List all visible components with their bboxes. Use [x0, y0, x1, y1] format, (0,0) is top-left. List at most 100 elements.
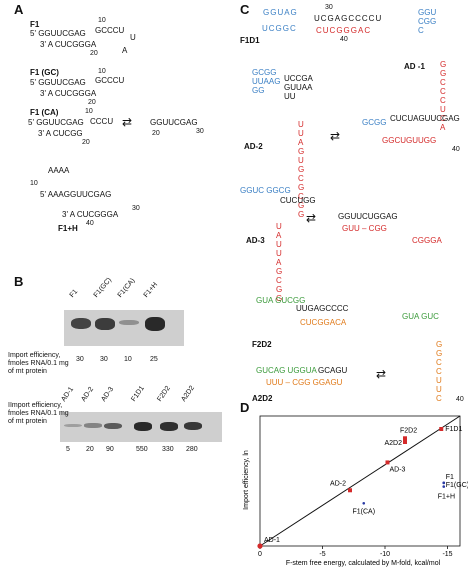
x-tick-label: -15	[442, 551, 452, 558]
f1d1-label: F1D1	[240, 36, 260, 45]
import-value-bottom: 330	[162, 446, 174, 453]
f1-loop: GCCCU	[95, 26, 125, 35]
f1gc-strand3: 3' A CUCGGGA	[40, 89, 97, 98]
import-value-bottom: 280	[186, 446, 198, 453]
lane-label-bottom: AD-3	[100, 385, 116, 403]
a2d2-label: A2D2	[252, 394, 273, 403]
import-value-bottom: 90	[106, 446, 114, 453]
f2d2-orange: CUCGGACA	[300, 318, 347, 327]
panel-c-letter: C	[240, 2, 250, 17]
ad1-label: AD -1	[404, 62, 425, 71]
data-point	[442, 485, 446, 488]
gel-band-bottom	[134, 422, 152, 431]
import-value-bottom: 550	[136, 446, 148, 453]
ad3-blue: GGUC GGCG	[240, 186, 291, 195]
ad3-alt-red: GUU – CGG	[342, 224, 387, 233]
data-point	[362, 501, 366, 505]
f1-n10: 10	[98, 17, 106, 24]
import-value-top: 25	[150, 356, 158, 363]
ad2-alt-red: GGCUGUUGG	[382, 136, 437, 145]
chart-axes: 0-5-10-15	[258, 415, 461, 558]
lane-label-bottom: A2D2	[180, 384, 197, 403]
point-label: F2D2	[400, 427, 417, 434]
a2d2-alt-orange: GGCCUUC	[436, 340, 443, 403]
fit-line	[259, 415, 461, 547]
ad3-red: UAUUAGCGG	[276, 222, 283, 303]
ad3-label: AD-3	[246, 236, 265, 245]
point-label: F1	[446, 474, 454, 481]
x-tick-label: -5	[319, 551, 325, 558]
gel-band-top	[119, 319, 139, 326]
panel-a-letter: A	[14, 2, 24, 17]
f1-end-a: A	[122, 46, 128, 55]
a2d2-black: GCAGU	[318, 366, 348, 375]
a2d2-green: GUCAG UGGUA	[256, 366, 317, 375]
ad2-alt-black: CUCUAGUUCGAG	[390, 114, 460, 123]
data-point	[348, 488, 352, 493]
f1ca-strand3: 3' A CUCGG	[38, 129, 83, 138]
x-axis-label: F-stem free energy, calculated by M-fold…	[286, 560, 441, 567]
f1h-n40: 40	[86, 220, 94, 227]
import-label-bottom: IImport efficiency, fmoles RNA/0.1 mg of…	[8, 402, 69, 425]
gel-band-top	[95, 317, 115, 330]
f1gc-loop: GCCCU	[95, 76, 125, 85]
panel-d-letter: D	[240, 400, 250, 415]
f1gc-label: F1 (GC)	[30, 68, 59, 77]
point-label: F1+H	[438, 494, 455, 501]
gel-top	[64, 310, 184, 346]
f1d1-black: UCGAGCCCCU	[314, 14, 383, 23]
f2d2-green: GUA GUCGG	[256, 296, 306, 305]
lane-label-bottom: AD-2	[80, 385, 96, 403]
f1h-strand5: 5' AAAGGUUCGAG	[40, 190, 112, 199]
ad3-alt-red2: CGGGA	[412, 236, 442, 245]
gel-bottom	[60, 412, 222, 442]
f1gc-n20: 20	[88, 99, 96, 106]
lane-label-bottom: F1D1	[130, 384, 146, 403]
ad2-alt-blue: GCGG	[362, 118, 387, 127]
ad3-alt-black: GGUUCUGGAG	[338, 212, 398, 221]
f1gc-strand5: 5' GGUUCGAG	[30, 78, 86, 87]
lane-label-top: F1	[68, 288, 80, 299]
f1h-top: AAAA	[48, 166, 70, 175]
f1d1-blue-stem: UCGGC	[262, 24, 297, 33]
chart-points	[257, 415, 461, 549]
f1d1-n30: 30	[325, 4, 333, 11]
x-tick-label: 0	[258, 551, 262, 558]
gel-band-bottom	[160, 422, 178, 431]
ad1-red: GGCCCUCA	[440, 60, 447, 132]
f2d2-label: F2D2	[252, 340, 272, 349]
point-label: F1(GC)	[446, 482, 468, 489]
a2d2-alt-green: GUA GUC	[402, 312, 439, 321]
point-label: AD-2	[330, 480, 346, 487]
a2d2-n40: 40	[456, 396, 464, 403]
plot-frame	[259, 415, 461, 547]
f1d1-red: CUCGGGAC	[316, 26, 372, 35]
point-label: F1(CA)	[352, 508, 375, 515]
ad3-black: CUCUGG	[280, 196, 316, 205]
a2d2-equilibrium-arrows: ⇄	[376, 367, 387, 381]
ad2-equilibrium-arrows: ⇄	[330, 129, 341, 143]
lane-label-top: F1+H	[142, 281, 160, 299]
a2d2-orange: UUU – CGG GGAGU	[266, 378, 343, 387]
lane-label-top: F1(CA)	[116, 277, 137, 299]
f1gc-n10: 10	[98, 68, 106, 75]
lane-label-bottom: F2D2	[156, 384, 172, 403]
f1ca-n20: 20	[82, 139, 90, 146]
gel-band-top	[145, 317, 165, 331]
ad2-blue: GCGGUUAAGGG	[252, 68, 281, 95]
ad2-red: UUAGUGCGCGG	[298, 120, 305, 219]
gel-band-bottom	[184, 422, 202, 431]
f1-strand5: 5' GGUUCGAG	[30, 29, 86, 38]
gel-band-bottom	[84, 423, 102, 429]
f1h-n10: 10	[30, 180, 38, 187]
import-value-top: 30	[100, 356, 108, 363]
data-point	[442, 481, 446, 485]
f1ca-loop: CCCU	[90, 117, 114, 126]
f1ca-label: F1 (CA)	[30, 108, 59, 117]
f1ca-strand5: 5' GGUUCGAG	[28, 118, 84, 127]
import-label-top: Import efficiency, fmoles RNA/0.1 mg of …	[8, 352, 69, 375]
data-point	[257, 543, 263, 549]
import-value-top: 10	[124, 356, 132, 363]
